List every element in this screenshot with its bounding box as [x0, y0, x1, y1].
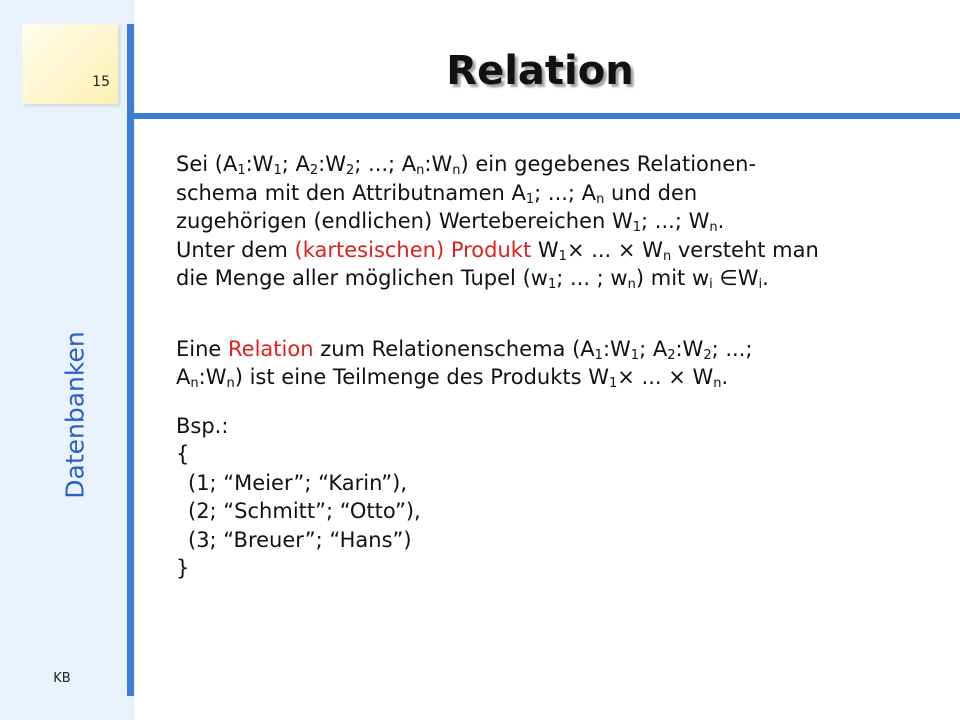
subscript: 2	[345, 163, 355, 178]
text: schema mit den Attributnamen A	[176, 180, 526, 205]
subscript: n	[627, 277, 636, 292]
subscript: n	[596, 191, 605, 207]
subscript: 2	[667, 347, 676, 363]
example-close-brace: }	[176, 556, 190, 580]
text: ) ist eine Teilmenge des Produkts W	[234, 365, 609, 389]
sidebar-course-label: Datenbanken	[60, 331, 90, 499]
text: ; ...; W	[641, 209, 710, 233]
text: .	[762, 266, 769, 290]
subscript: 1	[609, 376, 618, 391]
text: Unter dem	[176, 237, 295, 262]
subscript: 1	[525, 191, 535, 207]
text: ; A	[639, 336, 668, 361]
subscript: n	[709, 220, 718, 235]
example-label: Bsp.:	[176, 413, 229, 438]
text: und den	[604, 180, 698, 205]
text: ) ein gegebenes Relationen-	[460, 152, 757, 176]
vertical-accent-line	[127, 24, 134, 696]
subscript: 1	[273, 163, 282, 178]
text: ; ...; A	[534, 180, 597, 205]
text: ; ...;	[711, 336, 753, 361]
text: Sei (A	[176, 152, 238, 176]
text: Eine	[176, 336, 229, 361]
text: :W	[675, 336, 704, 361]
subscript: 1	[237, 163, 246, 178]
text: versteht man	[671, 237, 819, 262]
text: A	[176, 365, 191, 389]
definition-relation-paragraph: Eine Relation zum Relationenschema (A1:W…	[176, 335, 946, 392]
subscript: n	[452, 163, 461, 178]
text: ; ... ; w	[556, 266, 628, 290]
subscript: n	[713, 376, 722, 391]
subscript: n	[416, 163, 425, 178]
subscript: 1	[632, 220, 642, 235]
text: :W	[245, 152, 274, 176]
subscript: i	[758, 277, 763, 292]
text: .	[721, 365, 729, 389]
example-tuple: (2; “Schmitt”; “Otto”),	[188, 499, 421, 523]
subscript: 1	[630, 347, 640, 363]
text: ) mit w	[635, 266, 710, 290]
subscript: n	[226, 376, 235, 391]
text: :W	[318, 152, 346, 176]
page-number: 15	[92, 74, 110, 90]
subscript: 1	[558, 248, 567, 264]
text: ; A	[281, 152, 310, 176]
text: zum Relationenschema (A	[313, 336, 595, 361]
subscript: i	[709, 277, 713, 292]
sidebar-panel	[0, 0, 135, 720]
text: W	[531, 237, 559, 262]
subscript: 1	[594, 347, 603, 363]
text: .	[717, 209, 725, 233]
subscript: 1	[547, 277, 557, 292]
subscript: 2	[309, 163, 319, 178]
text: ∈W	[712, 266, 759, 290]
text: :W	[424, 152, 453, 176]
example-open-brace: {	[176, 442, 190, 466]
author-initials: KB	[53, 671, 71, 686]
text: zugehörigen (endlichen) Wertebereichen W	[176, 209, 633, 233]
page-number-box: 15	[22, 24, 118, 104]
text: ; ...; A	[354, 152, 417, 176]
subscript: 2	[703, 347, 712, 363]
text: × ... × W	[566, 237, 663, 262]
horizontal-accent-line	[127, 113, 960, 119]
example-block: Bsp.: { (1; “Meier”; “Karin”), (2; “Schm…	[176, 412, 946, 583]
definition-product-paragraph: Sei (A1:W1; A2:W2; ...; An:Wn) ein gegeb…	[176, 150, 946, 293]
highlight-relation: Relation	[228, 336, 314, 361]
text: die Menge aller möglichen Tupel (w	[176, 266, 548, 290]
slide-title: Relation	[446, 48, 634, 94]
example-tuple: (1; “Meier”; “Karin”),	[188, 470, 408, 495]
example-tuple: (3; “Breuer”; “Hans”)	[188, 527, 412, 552]
text: × ... × W	[617, 365, 714, 389]
text: :W	[198, 365, 227, 389]
text: :W	[602, 336, 631, 361]
subscript: n	[190, 376, 199, 391]
highlight-kartesisches-produkt: (kartesischen) Produkt	[294, 237, 532, 262]
slide-content: Sei (A1:W1; A2:W2; ...; An:Wn) ein gegeb…	[176, 150, 946, 583]
subscript: n	[662, 248, 672, 264]
